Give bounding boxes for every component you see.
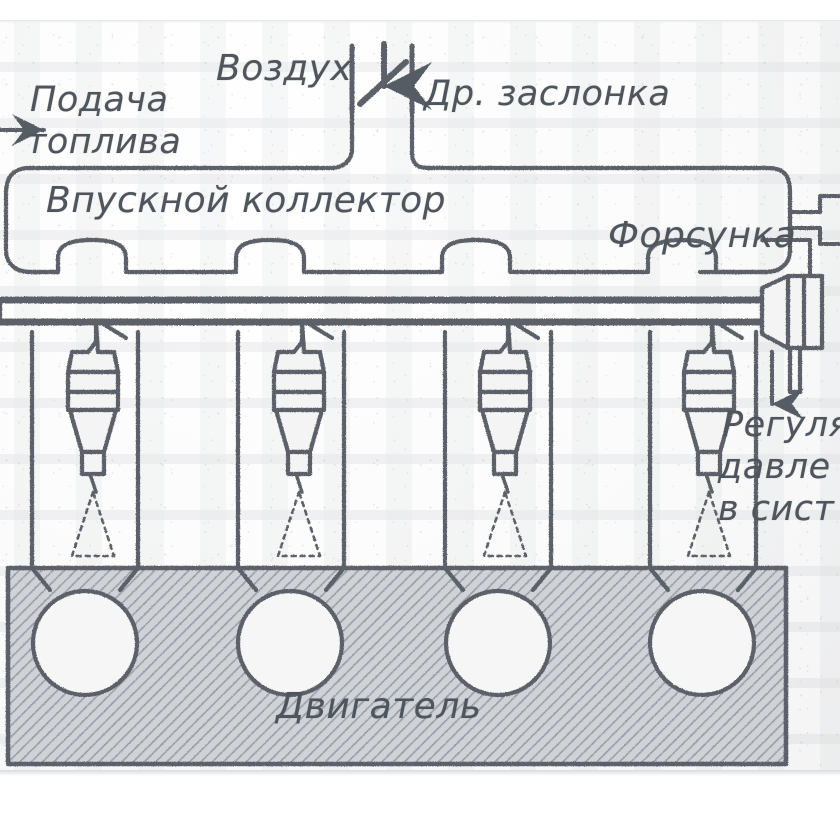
fuel-spray-cone xyxy=(482,490,528,558)
fuel-pressure-regulator xyxy=(759,238,825,395)
label-throttle: Др. заслонка xyxy=(424,74,671,114)
label-fuel-supply-line2: топлива xyxy=(26,122,182,162)
label-fuel-supply-line1: Подача xyxy=(30,80,169,120)
label-engine: Двигатель xyxy=(276,686,482,727)
cylinder-bore xyxy=(647,588,757,698)
fuel-spray-cone xyxy=(276,490,322,558)
injector-2 xyxy=(271,319,334,558)
fuel-spray-cone xyxy=(70,490,116,558)
injector-1 xyxy=(65,319,128,558)
fuel-spray-cone xyxy=(686,490,732,558)
fuel-rail xyxy=(0,296,766,326)
injector-4 xyxy=(681,319,744,558)
cylinder-bore xyxy=(235,588,345,698)
intake-runners xyxy=(29,329,759,593)
cylinder-bore xyxy=(30,588,140,698)
intake-manifold xyxy=(3,109,840,275)
label-regulator-line2: давле xyxy=(718,447,831,487)
label-regulator-line1: Регуля xyxy=(722,405,840,445)
label-air: Воздух xyxy=(216,48,353,89)
engine-block xyxy=(5,565,789,767)
page-top-edge xyxy=(0,20,840,23)
page-bottom-edge xyxy=(0,770,840,776)
cylinder-bore xyxy=(443,588,553,698)
label-regulator-line3: в сист xyxy=(718,489,835,529)
label-injector: Форсунка xyxy=(608,215,797,256)
label-intake-manifold: Впускной коллектор xyxy=(46,180,447,221)
injector-3 xyxy=(477,319,540,558)
